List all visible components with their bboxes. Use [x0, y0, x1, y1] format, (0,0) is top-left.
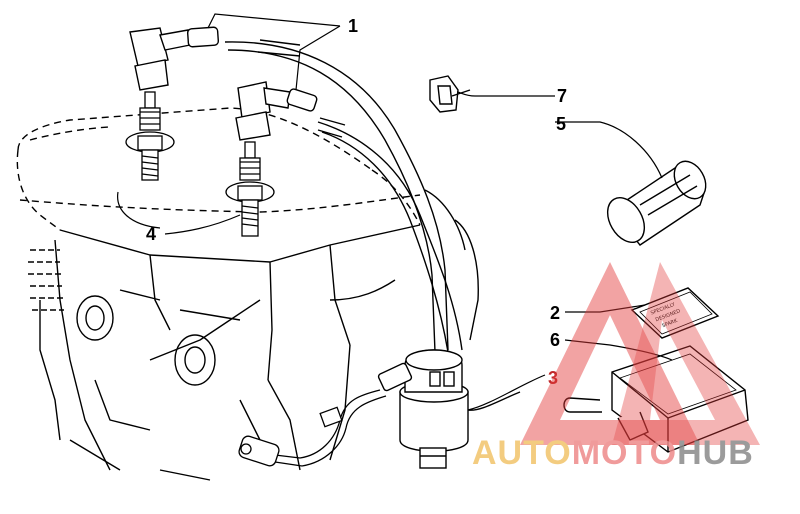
watermark-logo: AUTOMOTOHUB — [472, 262, 760, 472]
coil-harness — [238, 389, 387, 467]
callout-1: 1 — [348, 16, 358, 36]
svg-text:AUTOMOTOHUB: AUTOMOTOHUB — [472, 434, 754, 472]
ignition-coil — [377, 349, 521, 469]
engine-block — [16, 107, 421, 481]
callout-6: 6 — [550, 330, 560, 350]
leader-lines — [164, 13, 673, 411]
spark-plug-2 — [225, 141, 275, 237]
callout-3: 3 — [548, 368, 558, 388]
decal-part: SPECIALLY DESIGNED SPARK — [630, 287, 720, 339]
ignition-leads — [224, 39, 479, 353]
sleeve-part — [606, 160, 707, 246]
callout-5: 5 — [556, 114, 566, 134]
cover-part — [563, 345, 749, 453]
spark-plug-1 — [125, 91, 175, 181]
callout-2: 2 — [550, 303, 560, 323]
watermark-moto: MOTO — [572, 434, 677, 472]
spark-plug-cap-1 — [129, 26, 220, 91]
callout-labels: 1 2 3 4 5 6 7 — [146, 16, 567, 388]
clip-part — [429, 75, 471, 113]
callout-7: 7 — [557, 86, 567, 106]
callout-4: 4 — [146, 224, 156, 244]
decal-line-3: SPARK — [661, 318, 679, 330]
watermark-auto: AUTO — [472, 434, 572, 472]
spark-plug-cap-2 — [235, 81, 318, 141]
watermark-hub: HUB — [677, 434, 754, 472]
